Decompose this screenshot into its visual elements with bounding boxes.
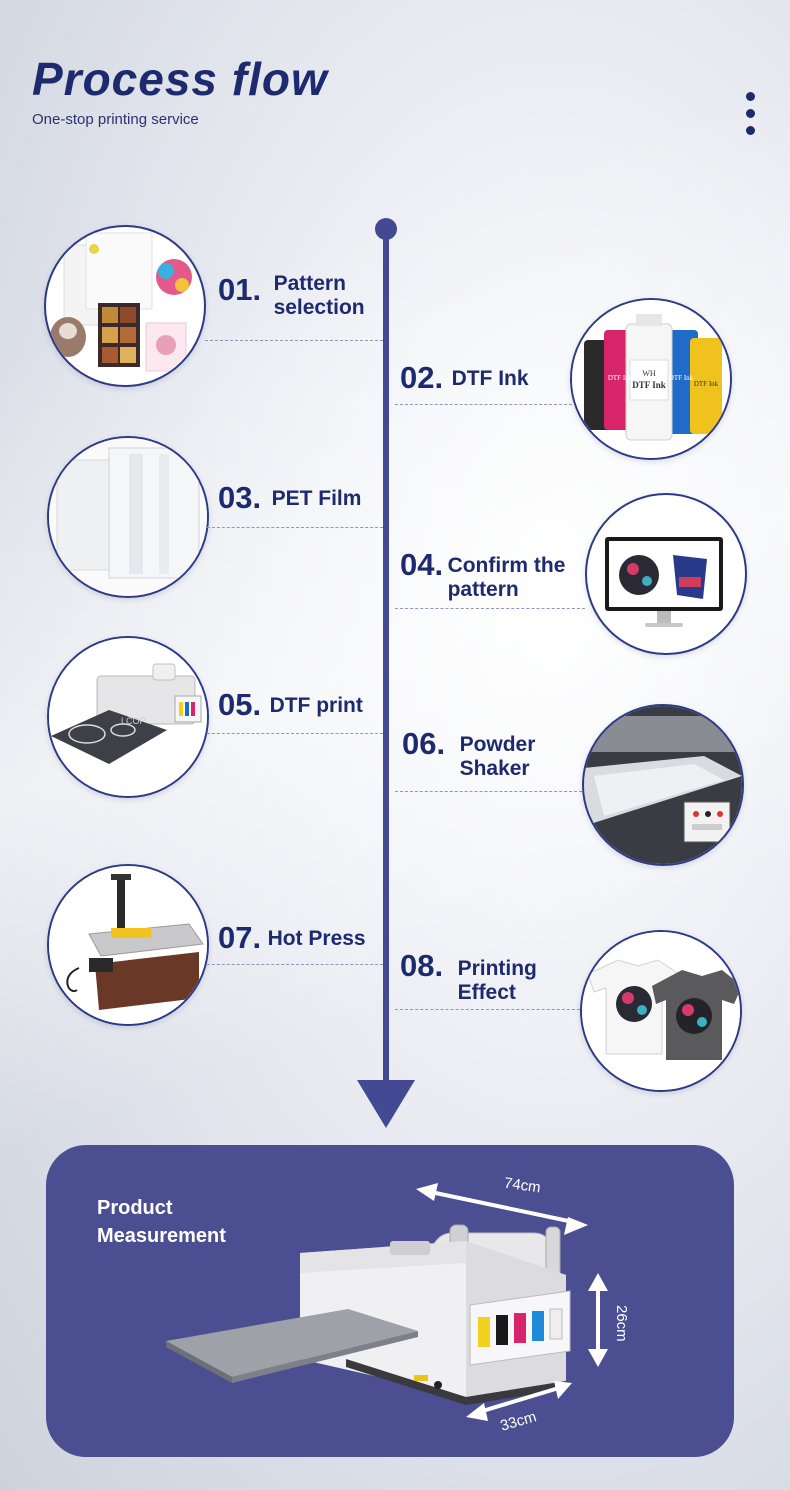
step-number: 02.: [400, 360, 444, 395]
step-number: 04.: [400, 547, 444, 582]
bottle-label: DTF Ink: [632, 380, 665, 390]
step-number: 08.: [400, 948, 444, 983]
step-connector: [207, 527, 383, 528]
printer-dimension-illustration: [166, 1183, 608, 1421]
dtf-ink-image: WH DTF Ink DTF Ink DTF Ink DTF Ink: [570, 298, 732, 460]
step-label: pattern: [447, 578, 519, 601]
more-menu-icon[interactable]: [746, 92, 756, 138]
timeline-start-dot: [375, 218, 397, 240]
bottle-label: DTF Ink: [694, 380, 719, 388]
step-label: Shaker: [459, 757, 530, 780]
step-03: 03. PET Film: [218, 480, 361, 516]
step-connector: [205, 340, 383, 341]
step-number: 03.: [218, 480, 262, 515]
step-connector: [395, 791, 582, 792]
pet-film-image: [47, 436, 209, 598]
step-label: selection: [273, 296, 365, 319]
dtf-print-image: LCOP: [47, 636, 209, 798]
step-label: PET Film: [271, 487, 362, 510]
step-label: DTF Ink: [451, 367, 529, 390]
height-dimension: 26cm: [613, 1305, 630, 1342]
powder-shaker-image: [582, 704, 744, 866]
step-label: Confirm the: [447, 554, 566, 577]
step-label: Hot Press: [267, 927, 366, 950]
step-connector: [207, 964, 383, 965]
hot-press-image: [47, 864, 209, 1026]
bottle-label: WH: [642, 369, 656, 378]
bottle-label: DTF Ink: [669, 374, 694, 382]
step-07: 07. Hot Press: [218, 920, 366, 956]
step-connector: [395, 608, 585, 609]
step-connector: [207, 733, 383, 734]
confirm-pattern-image: [585, 493, 747, 655]
step-05: 05. DTF print: [218, 687, 363, 723]
step-connector: [395, 404, 572, 405]
step-number: 06.: [402, 726, 446, 761]
bottle-label: DTF Ink: [608, 374, 633, 382]
pattern-selection-image: [44, 225, 206, 387]
step-number: 05.: [218, 687, 262, 722]
step-number: 07.: [218, 920, 262, 955]
step-label: Powder: [459, 733, 536, 756]
step-label: Printing: [457, 957, 537, 980]
timeline-arrow-icon: [357, 1080, 415, 1128]
step-connector: [395, 1009, 580, 1010]
page-title: Process flow: [32, 53, 328, 105]
step-number: 01.: [218, 272, 262, 307]
printer-brand: LCOP: [121, 716, 146, 726]
step-02: 02. DTF Ink: [400, 360, 529, 396]
page-subtitle: One-stop printing service: [32, 111, 199, 128]
timeline-line: [383, 230, 389, 1090]
step-label: DTF print: [269, 694, 363, 717]
printing-effect-image: [580, 930, 742, 1092]
step-label: Pattern: [273, 272, 346, 295]
step-label: Effect: [457, 981, 516, 1004]
